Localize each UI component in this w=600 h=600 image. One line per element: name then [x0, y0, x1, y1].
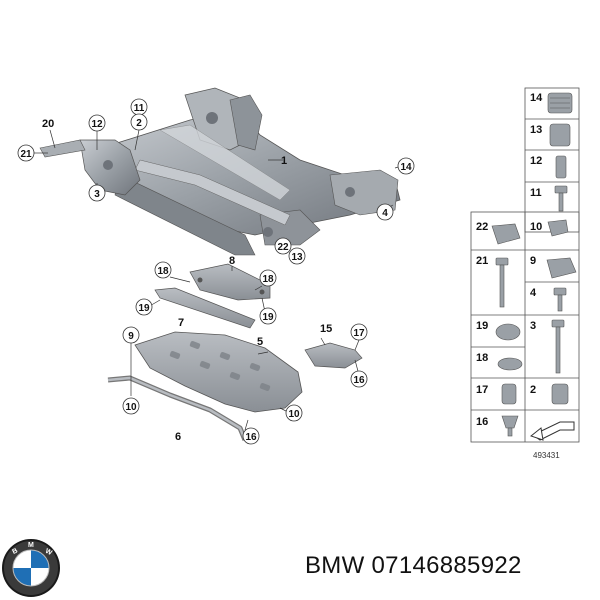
- callout-10-right: 10: [288, 409, 300, 420]
- screw-16-icon: [501, 415, 519, 429]
- seal-strip-7: [154, 287, 256, 329]
- table-label-14: 14: [530, 92, 543, 104]
- callout-3: 3: [94, 189, 100, 200]
- callout-19-right: 19: [262, 312, 274, 323]
- flange-nut-10-icon: [547, 219, 569, 237]
- callout-7: 7: [178, 317, 184, 329]
- rivet-nut-2-icon: [551, 383, 569, 405]
- callout-11: 11: [134, 103, 145, 114]
- bolt-11-icon: [554, 185, 568, 194]
- reference-number: 493431: [533, 451, 560, 460]
- callout-8: 8: [229, 255, 235, 267]
- clip-nut-9-icon: [546, 257, 577, 279]
- left-bracket: [39, 139, 141, 196]
- callout-labels: 20 12 11 2 21 3 1 14 4 22 13 8 18 18 19 …: [17, 98, 415, 445]
- callout-6: 6: [175, 431, 181, 443]
- table-label-11: 11: [530, 187, 542, 199]
- callout-4: 4: [382, 208, 388, 219]
- callout-9: 9: [128, 331, 134, 342]
- callout-5: 5: [257, 336, 263, 348]
- table-label-16: 16: [476, 416, 488, 428]
- table-label-12: 12: [530, 155, 542, 167]
- callout-18-right: 18: [262, 274, 274, 285]
- callout-2: 2: [136, 118, 142, 129]
- table-label-3: 3: [530, 320, 536, 332]
- callout-21: 21: [20, 149, 32, 160]
- callout-16-right: 16: [353, 375, 365, 386]
- callout-14: 14: [400, 162, 412, 173]
- table-label-19: 19: [476, 320, 488, 332]
- table-label-2: 2: [530, 384, 536, 396]
- bolt-4-icon: [553, 287, 567, 296]
- table-label-10: 10: [530, 221, 542, 233]
- bolt-3-icon: [551, 319, 565, 328]
- front-subframe: [94, 87, 401, 256]
- clip-nut-22-icon: [491, 223, 521, 245]
- table-label-21: 21: [476, 255, 488, 267]
- underbody-shield-5: [134, 331, 303, 413]
- callout-18-upper: 18: [157, 266, 169, 277]
- callout-16-bottom: 16: [245, 432, 257, 443]
- callout-12: 12: [91, 119, 103, 130]
- part-number-caption: BMW 07146885922: [305, 552, 522, 579]
- bmw-logo: B M W: [2, 539, 60, 597]
- svg-text:M: M: [28, 542, 34, 549]
- callout-13: 13: [291, 252, 303, 263]
- expansion-nut-17-icon: [501, 383, 517, 405]
- parts-table: 14 13 12 11 22 10 21 9 4 19 3 18 17 2 16: [470, 87, 580, 460]
- mounting-rail-6: [107, 375, 248, 441]
- callout-17: 17: [353, 328, 365, 339]
- table-label-22: 22: [476, 221, 488, 233]
- callout-19-left: 19: [138, 303, 150, 314]
- sleeve-icon: [549, 123, 571, 147]
- table-label-18: 18: [476, 352, 488, 364]
- callout-22: 22: [277, 242, 289, 253]
- bolt-21-icon: [495, 257, 509, 266]
- svg-text:W: W: [44, 548, 53, 557]
- table-label-17: 17: [476, 384, 488, 396]
- callout-15: 15: [320, 323, 332, 335]
- reinforcement-plate-8: [189, 263, 271, 301]
- washer-18-icon: [497, 357, 523, 371]
- direction-arrow-icon: [529, 421, 575, 441]
- table-label-13: 13: [530, 124, 542, 136]
- table-label-4: 4: [530, 287, 537, 299]
- bracket-15: [304, 342, 363, 369]
- svg-text:B: B: [11, 547, 19, 555]
- callout-20: 20: [42, 118, 54, 130]
- callout-10-left: 10: [125, 402, 137, 413]
- callout-1: 1: [281, 155, 287, 167]
- grommet-19-icon: [495, 323, 521, 341]
- table-label-9: 9: [530, 255, 536, 267]
- threaded-insert-icon: [555, 155, 567, 179]
